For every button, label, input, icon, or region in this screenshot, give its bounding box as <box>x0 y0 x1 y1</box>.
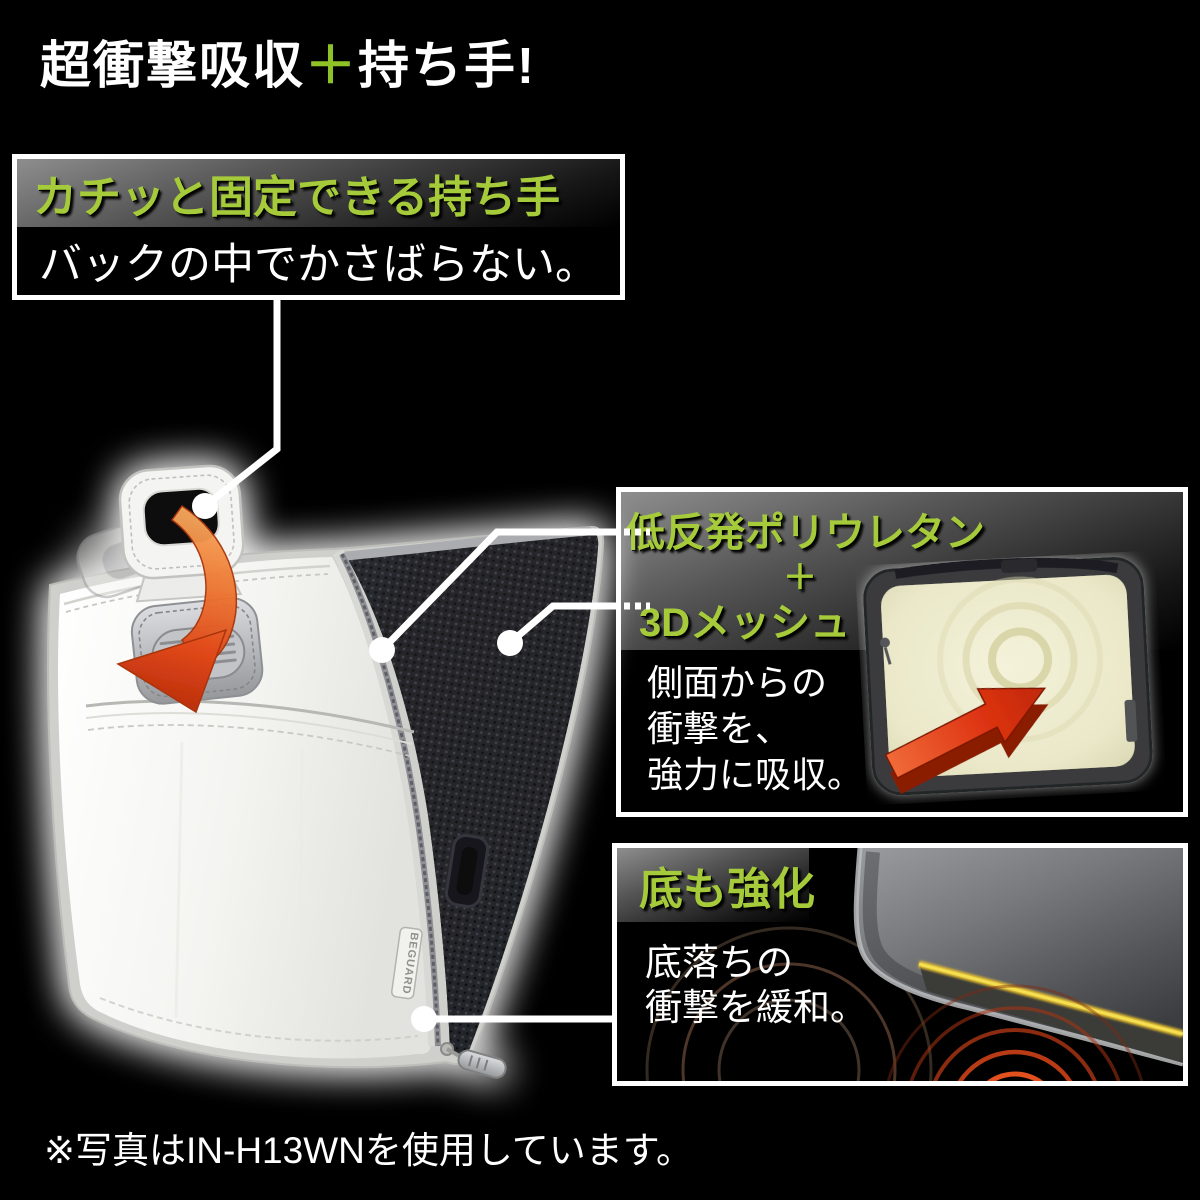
callout-side-heading-plus: ＋ <box>783 559 817 597</box>
zipper-pull <box>440 1042 507 1079</box>
pocket-hem <box>85 712 413 745</box>
foam-inset-photo <box>863 556 1153 796</box>
mesh-panel <box>346 531 599 1056</box>
callout-bottom: 底も強化 底落ちの 衝撃を緩和。 <box>612 843 1188 1086</box>
callout-bottom-body: 底落ちの 衝撃を緩和。 <box>645 940 867 1030</box>
connector-dot-bottom <box>411 1006 437 1032</box>
handle-latch <box>130 597 264 705</box>
seam-piping <box>332 549 440 1047</box>
connector-dot-handle <box>192 493 218 519</box>
laptop-bag: BEGUARD <box>47 464 605 1079</box>
callout-side-body: 側面からの 衝撃を、 強力に吸収。 <box>647 660 863 798</box>
callout-connectors <box>202 300 650 1023</box>
impact-arrow-icon <box>884 687 1049 795</box>
title-plus: ＋ <box>305 37 359 94</box>
zipper-teeth <box>340 553 440 1047</box>
callout-handle-body: バックの中でかさばらない。 <box>17 227 620 295</box>
title-part1: 超衝撃吸収 <box>40 37 306 94</box>
strap-loop <box>444 834 490 908</box>
side-body-line3: 強力に吸収。 <box>647 754 864 795</box>
side-body-line2: 衝撃を、 <box>647 708 792 749</box>
brand-logo-text: BEGUARD <box>400 932 421 996</box>
top-hem-stitch <box>63 564 331 606</box>
bottom-stitch <box>99 997 419 1042</box>
case-rim-highlight <box>853 848 1183 1067</box>
callout-side: 低反発ポリウレタン ＋ 3Dメッシュ 側面からの 衝撃を、 強力に吸収。 <box>616 487 1188 817</box>
callout-bottom-heading: 底も強化 <box>617 848 815 922</box>
title-part2: 持ち手! <box>358 37 537 94</box>
connector-dot-urethane <box>369 637 395 663</box>
brand-tag: BEGUARD <box>390 926 423 1000</box>
top-hem-stitch-dashed <box>65 573 329 613</box>
handle-stem <box>135 552 243 603</box>
pocket-stitch <box>87 724 411 757</box>
callout-handle: カチッと固定できる持ち手 バックの中でかさばらない。 <box>12 154 625 300</box>
connector-dot-mesh <box>497 630 523 656</box>
folded-handle-ghost <box>76 505 210 599</box>
impact-shockwaves <box>886 984 1144 1081</box>
inset-zipper-slider <box>1001 558 1038 574</box>
faint-shockwaves <box>645 926 933 1081</box>
side-body-line1: 側面からの <box>647 662 828 703</box>
page-title: 超衝撃吸収＋持ち手! <box>40 24 536 98</box>
connector-line-mesh <box>507 602 616 646</box>
callout-handle-heading: カチッと固定できる持ち手 <box>17 159 620 227</box>
bottom-body-line2: 衝撃を緩和。 <box>645 987 867 1028</box>
callout-side-heading-top: 低反発ポリウレタン <box>625 511 985 555</box>
pocket-crease-2 <box>298 747 304 1029</box>
inset-side-zip <box>879 637 892 665</box>
front-panel <box>58 557 431 1059</box>
pocket-crease-1 <box>174 741 184 1019</box>
connector-line-urethane <box>379 528 616 653</box>
rotate-arrow-icon <box>116 504 238 714</box>
inset-brand-tag <box>1124 699 1138 742</box>
bag-piping <box>47 525 605 1069</box>
bottom-inset-photo <box>617 848 1183 1081</box>
mesh-top-piping <box>341 526 593 561</box>
connector-line-handle <box>202 300 281 509</box>
callout-side-heading-bottom: 3Dメッシュ <box>639 601 851 645</box>
mesh-texture <box>346 531 599 1056</box>
model-footnote: ※写真はIN-H13WNを使用しています。 <box>44 1130 694 1171</box>
bottom-body-line1: 底落ちの <box>645 942 793 983</box>
bag-handle <box>118 464 245 603</box>
connector-dots <box>192 493 523 1032</box>
zipper-track <box>339 552 441 1047</box>
pocket-opening <box>85 699 415 734</box>
